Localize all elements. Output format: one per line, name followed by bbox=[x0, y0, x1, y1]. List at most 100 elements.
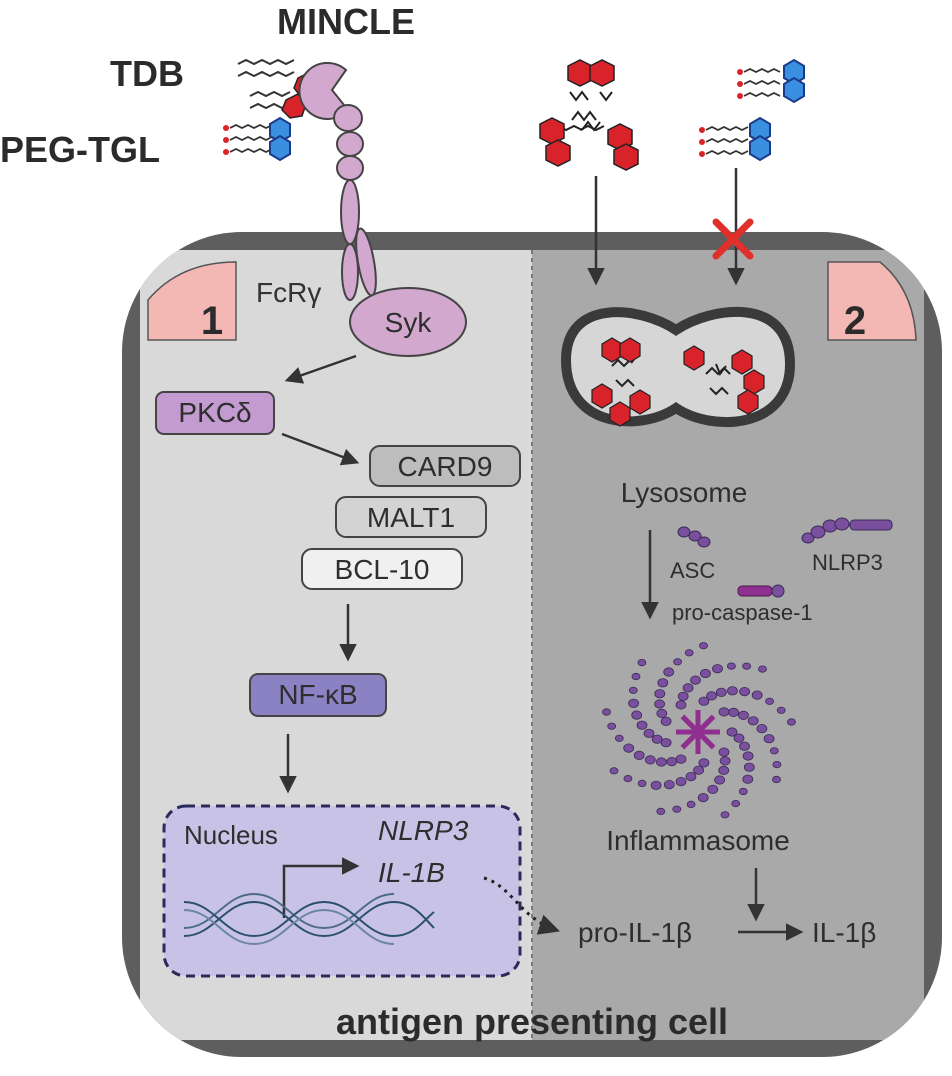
inflammasome-bead bbox=[765, 697, 774, 705]
peg-tgl-label: PEG-TGL bbox=[0, 129, 160, 170]
inflammasome-bead bbox=[628, 698, 639, 708]
dotted-link-arrow bbox=[483, 876, 560, 935]
inflammasome-bead bbox=[706, 691, 717, 701]
inflammasome-bead bbox=[633, 750, 645, 760]
inflammasome-bead bbox=[628, 686, 638, 694]
inflammasome-bead bbox=[727, 686, 738, 696]
bcl10-box bbox=[301, 548, 463, 590]
inflammasome-bead bbox=[787, 718, 796, 726]
inflammasome-bead bbox=[707, 784, 719, 794]
inflammasome-bead bbox=[742, 751, 754, 761]
pro-caspase-icon bbox=[737, 584, 785, 598]
pkc-label: PKCδ bbox=[178, 397, 251, 428]
inflammasome-bead bbox=[663, 779, 675, 790]
inflammasome-bead bbox=[756, 723, 768, 734]
inflammasome-bead bbox=[656, 807, 666, 816]
inflammasome-bead bbox=[682, 683, 694, 693]
inflammasome-bead bbox=[685, 771, 697, 782]
inflammasome-bead bbox=[644, 755, 656, 765]
asc-label: ASC bbox=[670, 558, 715, 583]
inflammasome-bead bbox=[731, 799, 741, 808]
mincle-receptor-icon bbox=[298, 62, 377, 301]
panel-2-tab: 2 bbox=[827, 261, 917, 343]
inflammasome-bead bbox=[738, 787, 748, 796]
transcription-arrow bbox=[282, 857, 360, 918]
il1b-gene-label: IL-1B bbox=[378, 857, 445, 888]
syk-node bbox=[349, 287, 467, 357]
panel-1-label: 1 bbox=[201, 299, 223, 343]
peg-tgl-molecule-icon-right-bottom bbox=[699, 116, 771, 162]
inflammasome-bead bbox=[650, 780, 662, 790]
arrow-pkc-card9 bbox=[281, 432, 360, 466]
inflammasome-bead bbox=[714, 775, 725, 785]
inflammasome-core-spoke bbox=[680, 714, 716, 750]
inflammasome-bead bbox=[677, 691, 689, 701]
inflammasome-bead bbox=[643, 728, 655, 738]
inflammasome-bead bbox=[609, 767, 619, 775]
lysosome bbox=[560, 306, 796, 428]
asc-icon bbox=[677, 526, 711, 548]
inflammasome-bead bbox=[776, 706, 786, 714]
inflammasome-bead bbox=[672, 805, 682, 813]
inflammasome-bead bbox=[673, 658, 682, 666]
blocked-x-icon bbox=[712, 218, 754, 260]
inflammasome-bead bbox=[747, 716, 759, 726]
panel-2-label: 2 bbox=[844, 299, 866, 343]
syk-label: Syk bbox=[385, 307, 433, 338]
inflammasome-bead bbox=[758, 665, 767, 673]
inflammasome-bead bbox=[742, 774, 754, 784]
inflammasome-icon bbox=[602, 642, 796, 819]
cell-label: antigen presenting cell bbox=[336, 1001, 728, 1042]
dna-helix-icon bbox=[183, 892, 435, 946]
inflammasome-bead bbox=[690, 675, 701, 685]
inflammasome-bead bbox=[720, 811, 730, 819]
peg-tgl-molecule-icon bbox=[223, 116, 291, 162]
bcl10-label: BCL-10 bbox=[335, 554, 430, 585]
nlrp3-protein-icon bbox=[801, 517, 893, 544]
card9-label: CARD9 bbox=[398, 451, 493, 482]
inflammasome-bead bbox=[712, 664, 723, 674]
inflammasome-bead bbox=[739, 686, 750, 697]
inflammasome-bead bbox=[742, 662, 751, 670]
inflammasome-bead bbox=[772, 760, 782, 769]
inflammasome-bead bbox=[698, 758, 710, 768]
inflammasome-bead bbox=[751, 690, 763, 700]
inflammasome-bead bbox=[675, 776, 687, 787]
inflammasome-bead bbox=[675, 754, 687, 764]
inflammasome-bead bbox=[698, 696, 710, 706]
inflammasome-bead bbox=[637, 658, 647, 667]
inflammasome-bead bbox=[654, 689, 666, 699]
lysosome-tdb-cluster-left-icon bbox=[591, 337, 651, 427]
inflammasome-bead bbox=[697, 792, 709, 803]
lysosome-tdb-cluster-right-icon bbox=[683, 345, 765, 415]
inflammasome-bead bbox=[651, 734, 663, 744]
inflammasome-bead bbox=[602, 708, 611, 716]
inflammasome-bead bbox=[663, 667, 675, 677]
inflammasome-bead bbox=[607, 722, 617, 730]
peg-tgl-molecule-icon-right-top bbox=[737, 58, 805, 104]
inflammasome-bead bbox=[693, 765, 704, 775]
tdb-cluster-icon bbox=[539, 59, 639, 171]
inflammasome-bead bbox=[614, 734, 624, 742]
inflammasome-bead bbox=[738, 710, 749, 721]
nlrp3-label: NLRP3 bbox=[812, 550, 883, 575]
inflammasome-bead bbox=[657, 678, 669, 688]
inflammasome-bead bbox=[636, 720, 648, 730]
inflammasome-label: Inflammasome bbox=[606, 825, 790, 856]
inflammasome-bead bbox=[666, 756, 678, 767]
inflammasome-bead bbox=[718, 707, 730, 717]
mincle-label: MINCLE bbox=[277, 1, 415, 42]
inflammasome-bead bbox=[660, 738, 672, 748]
nucleus-label: Nucleus bbox=[184, 820, 278, 850]
inflammasome-bead bbox=[637, 779, 647, 788]
inflammasome-bead bbox=[727, 662, 736, 670]
pro-il1b-label: pro-IL-1β bbox=[578, 917, 692, 948]
inflammasome-bead bbox=[739, 741, 750, 751]
inflammasome-bead bbox=[728, 707, 739, 718]
inflammasome-bead bbox=[623, 774, 633, 783]
inflammasome-bead bbox=[699, 642, 708, 650]
inflammasome-bead bbox=[660, 716, 672, 726]
inflammasome-bead bbox=[718, 747, 730, 757]
